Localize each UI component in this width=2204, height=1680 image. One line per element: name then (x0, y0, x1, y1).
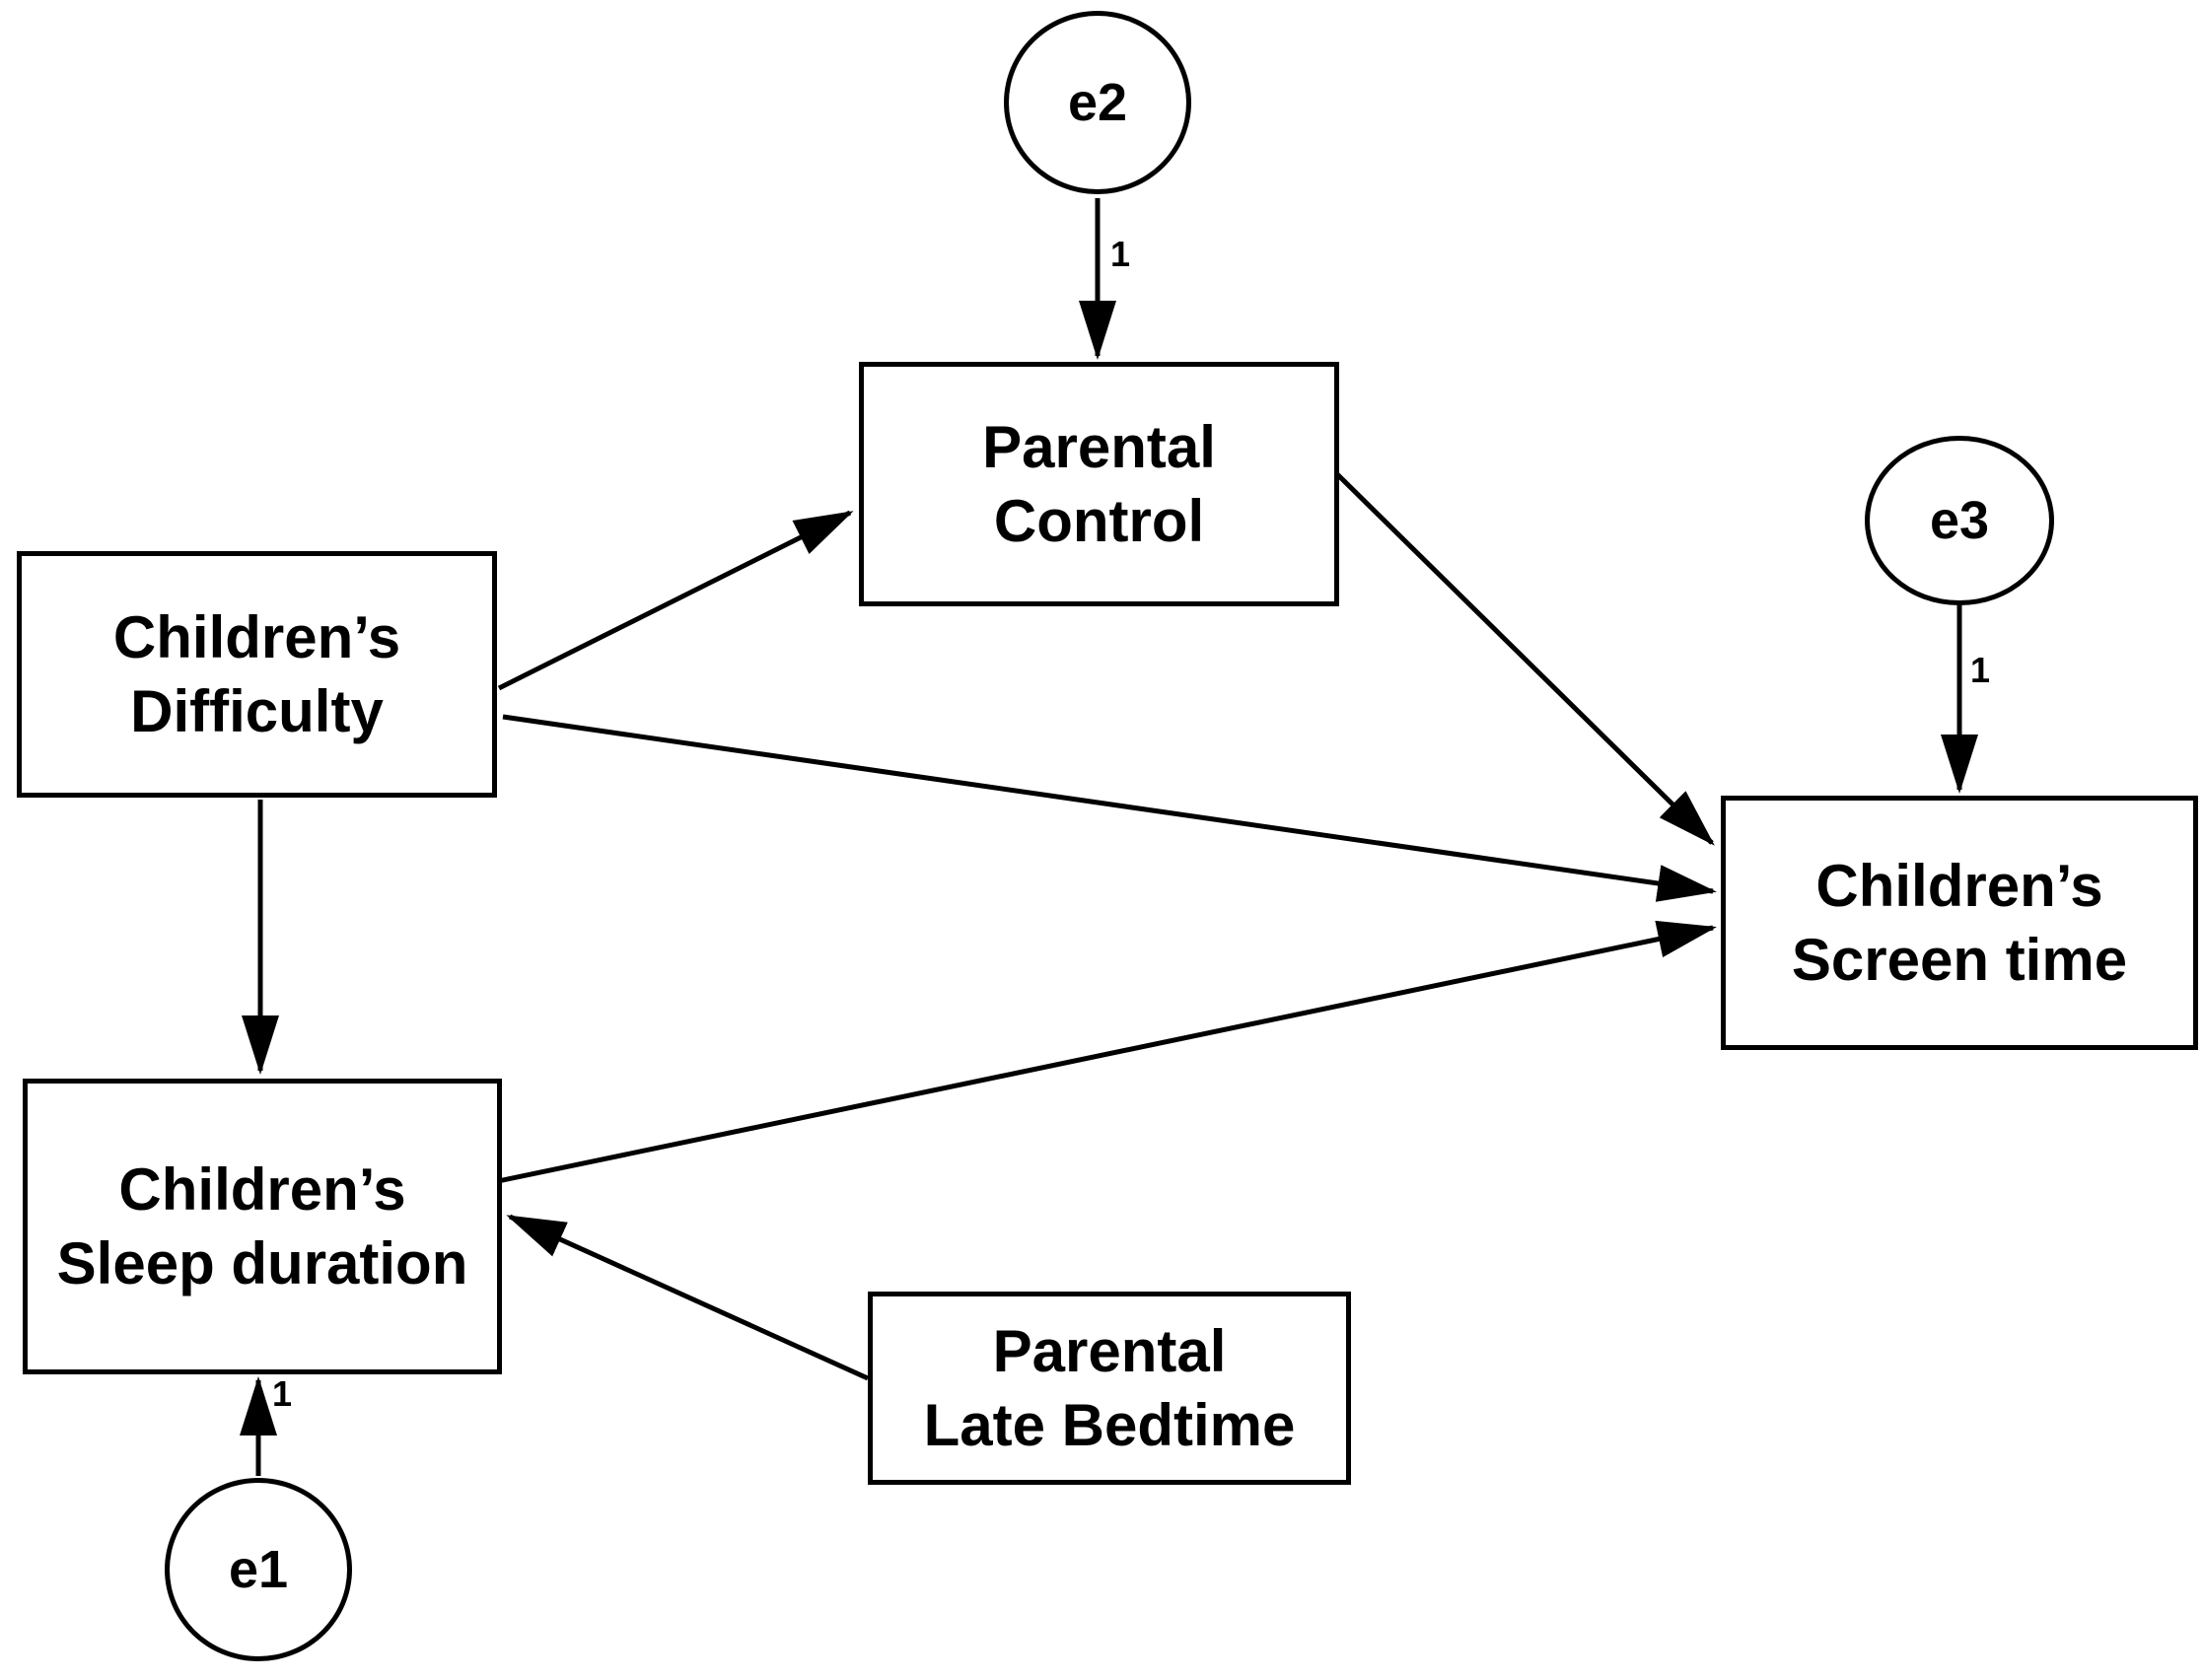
edge-difficulty-to-parental-control (497, 510, 854, 691)
error-term-e2: e2 (1004, 11, 1191, 194)
node-parental-control: Parental Control (859, 362, 1339, 606)
loading-label-e3: 1 (1970, 650, 1991, 690)
node-childrens-sleep-duration: Children’s Sleep duration (23, 1079, 502, 1374)
error-term-label: e3 (1929, 491, 1990, 550)
edge-late-bedtime-to-sleep-duration (506, 1214, 870, 1381)
node-childrens-difficulty: Children’s Difficulty (17, 551, 497, 798)
error-term-label: e2 (1067, 73, 1128, 132)
node-parental-late-bedtime: Parental Late Bedtime (868, 1292, 1351, 1485)
loading-label-e1: 1 (272, 1373, 293, 1414)
error-term-label: e1 (228, 1540, 289, 1599)
node-label: Children’s Screen time (1791, 853, 2128, 993)
edge-parental-control-to-screen-time (1334, 471, 1715, 846)
node-label: Children’s Difficulty (112, 604, 401, 744)
node-label: Parental Late Bedtime (923, 1318, 1296, 1458)
node-label: Parental Control (982, 414, 1216, 554)
edge-difficulty-to-screen-time (502, 714, 1717, 902)
node-label: Children’s Sleep duration (56, 1156, 468, 1296)
loading-label-e2: 1 (1110, 234, 1131, 274)
node-childrens-screen-time: Children’s Screen time (1721, 796, 2198, 1050)
error-term-e1: e1 (165, 1478, 352, 1661)
error-term-e3: e3 (1865, 436, 2054, 605)
edge-sleep-duration-to-screen-time (497, 920, 1717, 1184)
